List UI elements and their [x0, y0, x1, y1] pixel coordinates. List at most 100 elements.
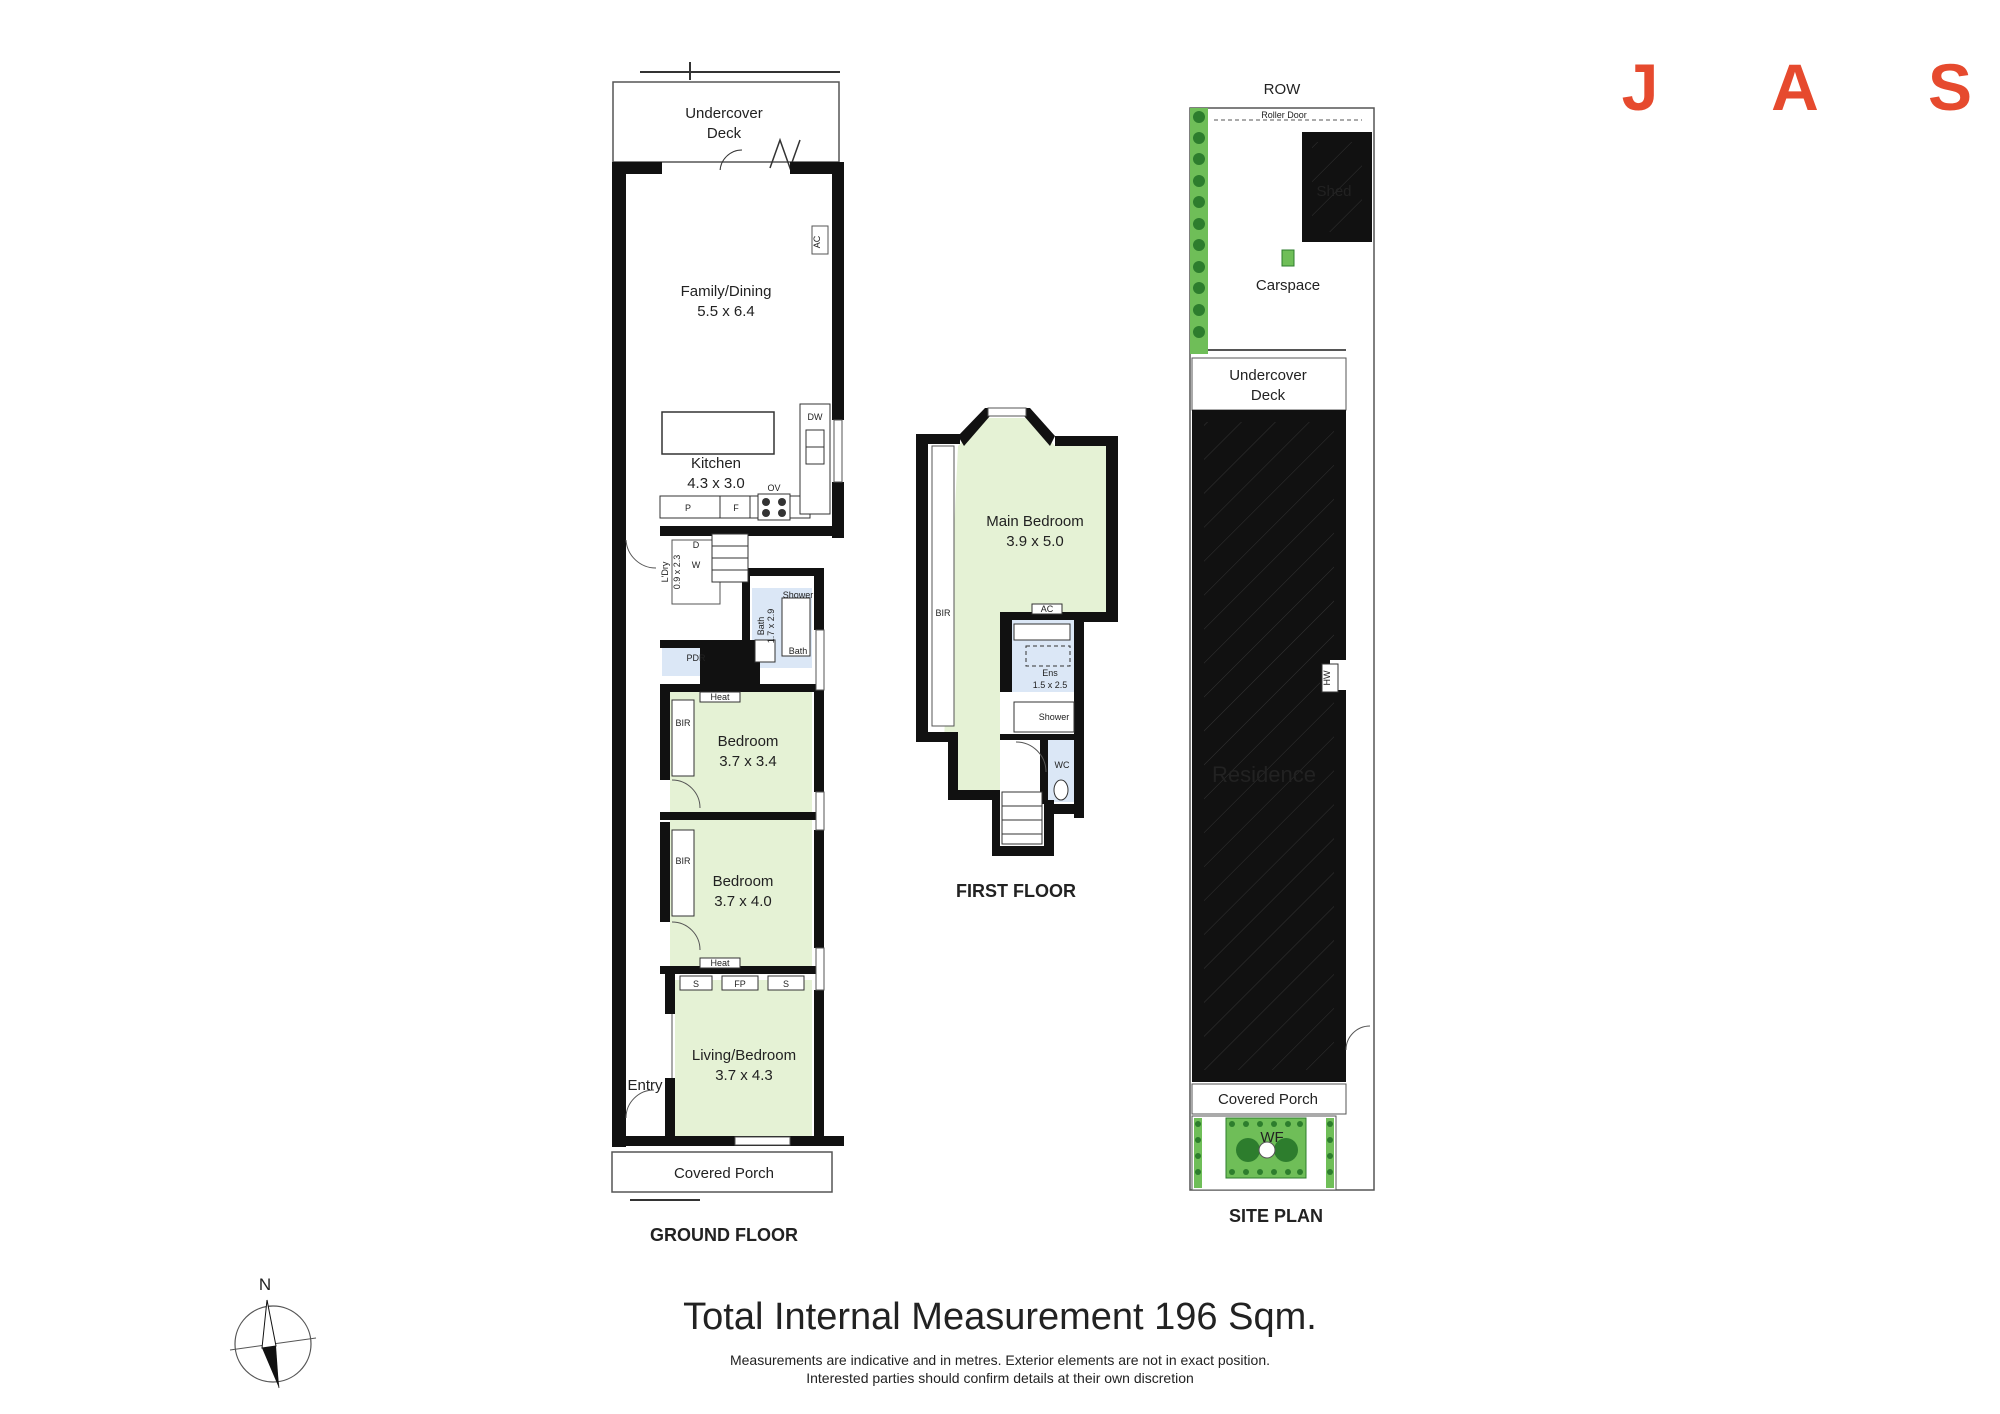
shelf-left-label: S: [693, 979, 699, 989]
shelf-right-label: S: [783, 979, 789, 989]
bedroom-2-bir: [671, 829, 695, 917]
family-dining-room: [626, 170, 834, 534]
fridge-label: F: [733, 503, 739, 513]
ground-windows: [734, 419, 843, 1146]
shrub-left: [1236, 1138, 1260, 1162]
water-feature-label: WF: [1260, 1129, 1283, 1146]
ground-porch-label: Covered Porch: [674, 1165, 774, 1182]
first-floor-plan: Main Bedroom 3.9 x 5.0 BIR AC Ens 1.5 x …: [916, 407, 1118, 901]
bedroom-1-size: 3.7 x 3.4: [719, 753, 777, 770]
laundry-size: 0.9 x 2.3: [672, 555, 682, 590]
carspace-label: Carspace: [1256, 277, 1320, 294]
bath-size: 1.7 x 2.9: [766, 609, 776, 644]
pdr-label: PDR: [686, 653, 706, 663]
bir-1-label: BIR: [675, 718, 691, 728]
dryer-label: D: [693, 540, 700, 550]
first-bir-label: BIR: [935, 608, 951, 618]
shed: [1312, 142, 1362, 232]
logo-letter-a: A: [1771, 50, 1819, 124]
bath-vanity: [754, 639, 776, 663]
first-stairs: [1001, 791, 1043, 845]
bir-2-label: BIR: [675, 856, 691, 866]
main-bedroom-label: Main Bedroom: [986, 513, 1084, 530]
wc-label: WC: [1055, 760, 1070, 770]
ground-ac-unit: [811, 225, 829, 255]
first-shower-label: Shower: [1039, 712, 1070, 722]
shed-label: Shed: [1316, 183, 1351, 200]
ensuite-vanity: [1013, 623, 1071, 641]
roller-door-label: Roller Door: [1261, 110, 1307, 120]
disclaimer-line-2: Interested parties should confirm detail…: [806, 1370, 1194, 1386]
logo-letter-s: S: [1928, 50, 1972, 124]
site-hedge-dots: [1193, 111, 1205, 338]
ground-shower-label: Shower: [783, 590, 814, 600]
compass-needle-south: [262, 1346, 279, 1388]
carspace-marker: [1281, 249, 1295, 267]
disclaimer-line-1: Measurements are indicative and in metre…: [729, 1352, 1271, 1368]
bedroom-2-label: Bedroom: [713, 873, 774, 890]
heater-2: [699, 957, 741, 969]
first-ac-unit: [1031, 603, 1063, 615]
ensuite-size: 1.5 x 2.5: [1033, 680, 1068, 690]
oven-label: OV: [767, 483, 780, 493]
kitchen-size: 4.3 x 3.0: [687, 475, 745, 492]
residence-label: Residence: [1212, 762, 1316, 787]
hot-water-unit: [1321, 663, 1339, 693]
entry-label: Entry: [627, 1077, 663, 1094]
main-bedroom-size: 3.9 x 5.0: [1006, 533, 1064, 550]
heater-1: [699, 691, 741, 703]
shrub-right: [1274, 1138, 1298, 1162]
dishwasher-label: DW: [808, 412, 823, 422]
toilet: [1053, 779, 1069, 801]
site-plan: ROW Roller Door Shed Carspace Undercover…: [1189, 81, 1375, 1226]
site-porch-label: Covered Porch: [1218, 1091, 1318, 1108]
kitchen-label: Kitchen: [691, 455, 741, 472]
residence: [1204, 422, 1334, 1070]
living-bedroom-size: 3.7 x 4.3: [715, 1067, 773, 1084]
water-feature: [1258, 1141, 1276, 1159]
shelf-left: [679, 975, 713, 991]
logo-letter-j: J: [1622, 50, 1659, 124]
total-measurement: Total Internal Measurement 196 Sqm.: [683, 1296, 1317, 1338]
pantry-label: P: [685, 503, 691, 513]
ground-walls: [612, 162, 844, 1147]
living-bedroom-label: Living/Bedroom: [692, 1047, 796, 1064]
first-ac-label: AC: [1041, 604, 1054, 614]
ensuite-shower: [1013, 701, 1075, 733]
site-covered-porch: [1191, 1083, 1347, 1115]
ground-covered-porch: [611, 1151, 833, 1193]
washer-label: W: [692, 560, 701, 570]
bedroom-2-size: 3.7 x 4.0: [714, 893, 772, 910]
jas-logo: J A S: [1622, 50, 1972, 124]
living-bedroom-room: [675, 980, 812, 1138]
bedroom-1-label: Bedroom: [718, 733, 779, 750]
garden-dots: [1195, 1121, 1333, 1175]
bath-tub: [781, 597, 811, 657]
heater-1-label: Heat: [710, 692, 730, 702]
main-bedroom-room: [944, 418, 1106, 790]
family-dining-label: Family/Dining: [681, 283, 772, 300]
ground-ac-label: AC: [812, 235, 822, 248]
ground-floor-plan: Undercover Deck Family/Dining 5.5 x 6.4 …: [611, 62, 844, 1245]
compass-ring: [234, 1305, 312, 1383]
site-plan-title: SITE PLAN: [1229, 1206, 1323, 1226]
ground-undercover-deck: [612, 81, 840, 163]
laundry-label: L'Dry: [660, 561, 670, 582]
first-bir: [931, 445, 955, 727]
first-walls: [916, 408, 1118, 856]
compass-north-label: N: [259, 1275, 271, 1294]
ground-door-swings: [625, 539, 701, 1119]
site-hedge: [1190, 108, 1208, 354]
family-dining-size: 5.5 x 6.4: [697, 303, 755, 320]
bath-tub-label: Bath: [789, 646, 808, 656]
first-floor-title: FIRST FLOOR: [956, 881, 1076, 901]
ground-deck-label-1: Undercover: [685, 105, 763, 122]
oven-cooktop: [757, 493, 791, 521]
ground-floor-title: GROUND FLOOR: [650, 1225, 798, 1245]
site-undercover-deck: [1191, 357, 1347, 411]
ensuite-label: Ens: [1042, 668, 1058, 678]
fireplace-label: FP: [734, 979, 746, 989]
fireplace: [721, 975, 759, 991]
compass: N: [229, 1275, 317, 1389]
